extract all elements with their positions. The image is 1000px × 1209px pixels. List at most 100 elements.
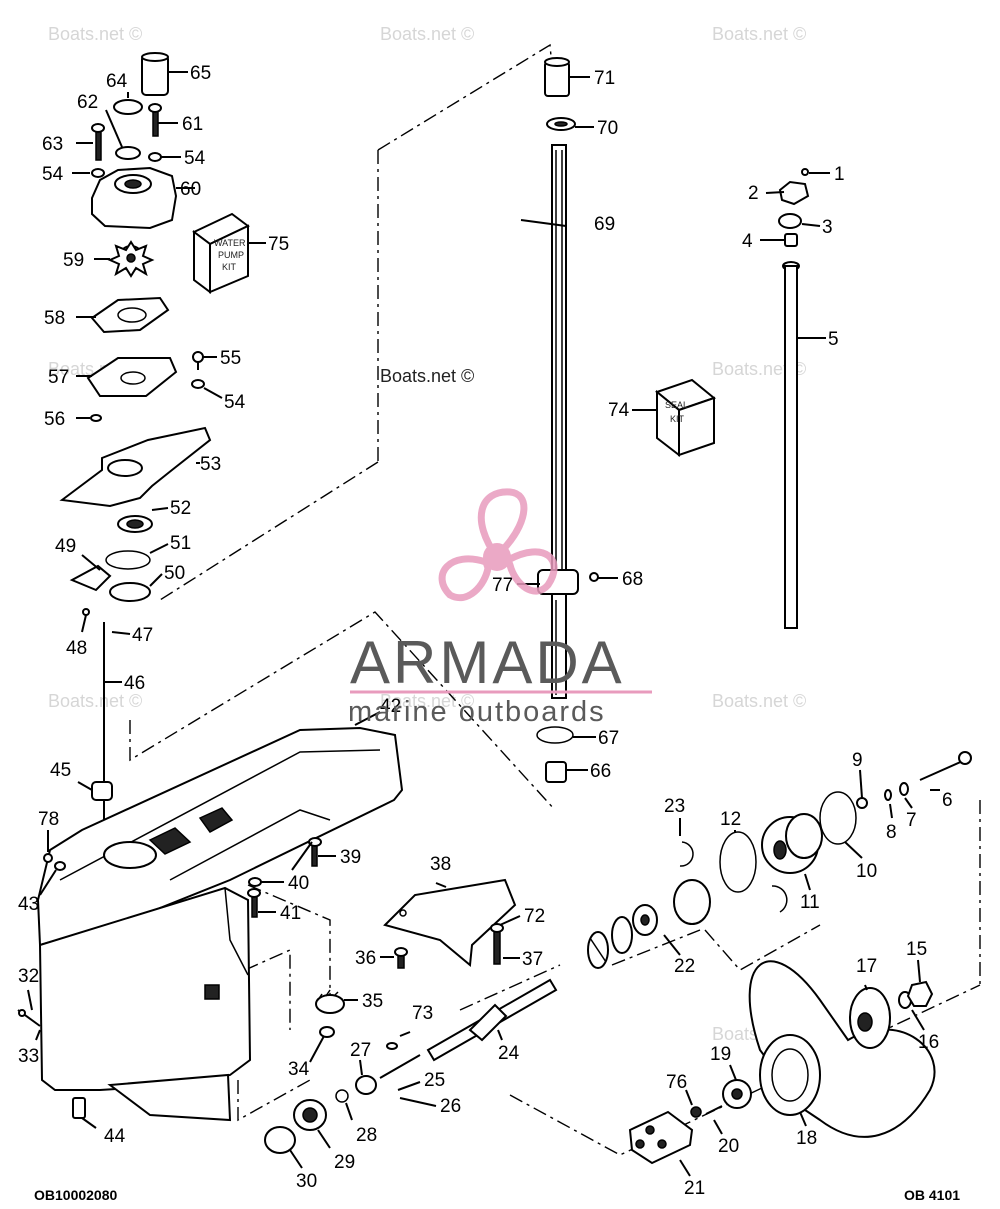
callout-label: 27 bbox=[350, 1040, 371, 1061]
callout-label: 23 bbox=[664, 796, 685, 817]
watermark: Boats.net © bbox=[380, 24, 474, 44]
callout-label: 43 bbox=[18, 894, 39, 915]
callout-label: 60 bbox=[180, 179, 201, 200]
callout-label: 41 bbox=[280, 903, 301, 924]
watermark-center: Boats.net © bbox=[380, 366, 474, 386]
callout-label: 62 bbox=[77, 92, 98, 113]
callout-label: 61 bbox=[182, 114, 203, 135]
callout-label: 65 bbox=[190, 63, 211, 84]
callout-label: 51 bbox=[170, 533, 191, 554]
callout-label: 73 bbox=[412, 1003, 433, 1024]
diagram-id-right: OB 4101 bbox=[904, 1187, 960, 1203]
callout-label: 39 bbox=[340, 847, 361, 868]
callout-label: 56 bbox=[44, 409, 65, 430]
callout-label: 74 bbox=[608, 400, 630, 421]
callout-label: 29 bbox=[334, 1152, 355, 1173]
callout-label: 78 bbox=[38, 809, 59, 830]
callout-label: 54 bbox=[42, 164, 64, 185]
callout-label: 4 bbox=[742, 231, 753, 252]
impeller-part bbox=[107, 240, 155, 278]
gear-train bbox=[264, 978, 558, 1154]
callout-label: 20 bbox=[718, 1136, 739, 1157]
callout-label: 26 bbox=[440, 1096, 461, 1117]
callout-label: 12 bbox=[720, 809, 741, 830]
callout-label: 45 bbox=[50, 760, 71, 781]
callout-label: 8 bbox=[886, 822, 897, 843]
callout-label: 28 bbox=[356, 1125, 377, 1146]
callout-label: 21 bbox=[684, 1178, 705, 1199]
kit-label-line: KIT bbox=[222, 262, 237, 272]
callout-label: 70 bbox=[597, 118, 618, 139]
callout-label: 5 bbox=[828, 329, 839, 350]
callout-label: 63 bbox=[42, 134, 63, 155]
callout-label: 57 bbox=[48, 367, 69, 388]
callout-label: 24 bbox=[498, 1043, 520, 1064]
callout-label: 71 bbox=[594, 68, 615, 89]
callout-label: 64 bbox=[106, 71, 128, 92]
callout-label: 33 bbox=[18, 1046, 39, 1067]
callout-label: 6 bbox=[942, 790, 953, 811]
callout-label: 25 bbox=[424, 1070, 445, 1091]
water-pump-kit-box: WATER PUMP KIT bbox=[192, 212, 250, 294]
callout-label: 59 bbox=[63, 250, 84, 271]
callout-label: 19 bbox=[710, 1044, 731, 1065]
water-pump-assembly bbox=[59, 52, 212, 830]
kit-label-line: PUMP bbox=[218, 250, 244, 260]
callout-label: 77 bbox=[492, 575, 513, 596]
callout-label: 18 bbox=[796, 1128, 817, 1149]
callout-label: 46 bbox=[124, 673, 145, 694]
watermark: Boats.net © bbox=[712, 359, 806, 379]
kit-label-line: SEAL bbox=[665, 400, 688, 410]
kit-label-line: KIT bbox=[670, 414, 685, 424]
armada-logo: ARMADA marine outboards bbox=[348, 488, 652, 728]
brand-name: ARMADA bbox=[350, 629, 625, 696]
callout-label: 36 bbox=[355, 948, 376, 969]
callout-label: 10 bbox=[856, 861, 877, 882]
gearcase-housing bbox=[36, 726, 404, 1122]
propeller-logo-icon bbox=[438, 488, 558, 602]
callout-label: 32 bbox=[18, 966, 39, 987]
seal-kit-box: SEAL KIT bbox=[654, 378, 717, 458]
callout-label: 50 bbox=[164, 563, 185, 584]
callout-label: 38 bbox=[430, 854, 451, 875]
callout-label: 75 bbox=[268, 234, 289, 255]
hardware-left bbox=[17, 837, 322, 1027]
callout-label: 44 bbox=[104, 1126, 126, 1147]
callout-label: 9 bbox=[852, 750, 863, 771]
callout-label: 66 bbox=[590, 761, 611, 782]
callout-label: 69 bbox=[594, 214, 615, 235]
callout-label: 47 bbox=[132, 625, 153, 646]
callout-label: 68 bbox=[622, 569, 643, 590]
callout-label: 34 bbox=[288, 1059, 310, 1080]
bearing-carrier-assembly bbox=[587, 751, 972, 969]
callout-label: 7 bbox=[906, 810, 917, 831]
callout-label: 58 bbox=[44, 308, 65, 329]
diagram-id-left: OB10002080 bbox=[34, 1187, 118, 1203]
callout-label: 42 bbox=[380, 696, 401, 717]
callout-label: 76 bbox=[666, 1072, 687, 1093]
drive-shaft-assembly bbox=[536, 57, 599, 783]
kit-label-line: WATER bbox=[214, 238, 246, 248]
propeller-assembly bbox=[628, 960, 936, 1165]
callout-label: 67 bbox=[598, 728, 619, 749]
callout-label: 3 bbox=[822, 217, 833, 238]
callout-label: 35 bbox=[362, 991, 383, 1012]
callout-label: 40 bbox=[288, 873, 309, 894]
callout-label: 2 bbox=[748, 183, 759, 204]
callout-label: 52 bbox=[170, 498, 191, 519]
callout-label: 16 bbox=[918, 1032, 939, 1053]
callout-label: 48 bbox=[66, 638, 87, 659]
shift-rod-assembly bbox=[778, 168, 810, 629]
callout-label: 53 bbox=[200, 454, 221, 475]
callout-label: 49 bbox=[55, 536, 76, 557]
callout-label: 55 bbox=[220, 348, 241, 369]
callout-label: 30 bbox=[296, 1171, 317, 1192]
callout-label: 17 bbox=[856, 956, 877, 977]
callout-label: 54 bbox=[184, 148, 206, 169]
callout-label: 72 bbox=[524, 906, 545, 927]
watermark: Boats.net © bbox=[48, 24, 142, 44]
brand-tagline: marine outboards bbox=[348, 696, 606, 728]
watermark: Boats.net © bbox=[48, 691, 142, 711]
callout-labels: 65 64 62 63 61 54 54 60 59 75 58 57 55 5… bbox=[18, 63, 953, 1199]
